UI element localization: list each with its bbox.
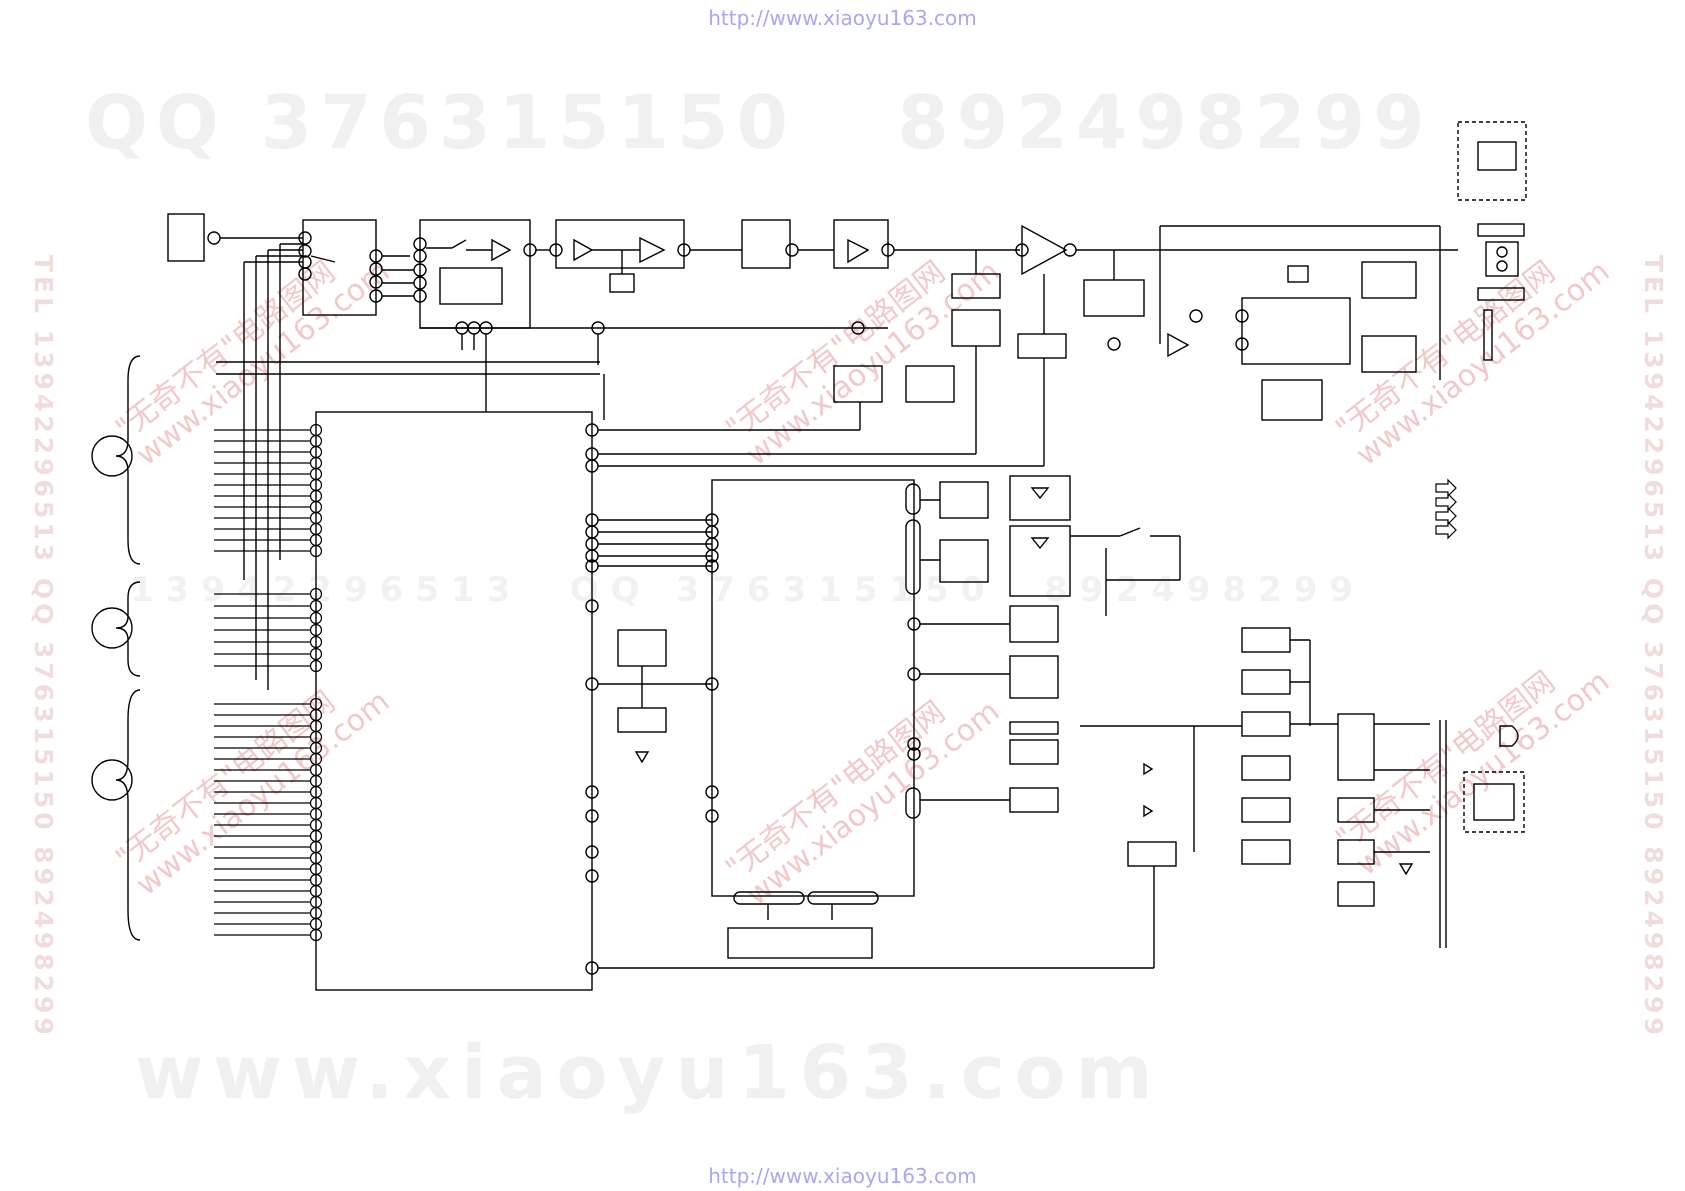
- watermark-qq-line: QQ 376315150 892498299: [85, 80, 1433, 166]
- watermark-site-big: www.xiaoyu163.com: [135, 1030, 1163, 1116]
- led-driver-2: [939, 539, 989, 583]
- psu-reg-6: [1241, 839, 1291, 865]
- filter-amp-block: [555, 219, 685, 269]
- mcu-pin: [309, 635, 323, 649]
- mcu-pin: [309, 587, 323, 601]
- key-group-2-brace: [115, 581, 141, 677]
- mcu-pin: [309, 647, 323, 661]
- psu-block-b: [1337, 839, 1375, 865]
- connector-3: [905, 787, 921, 819]
- key-group-3: [91, 759, 133, 801]
- display-block-2: [1009, 655, 1059, 699]
- psu-block-a: [1337, 797, 1375, 823]
- psu-reg-3: [1241, 711, 1291, 737]
- connector-2: [905, 519, 921, 595]
- key-group-3-brace: [115, 689, 141, 941]
- led-indicator-2: [1009, 525, 1071, 597]
- mcu-pin: [309, 599, 323, 613]
- output-amp-block: [833, 219, 889, 269]
- protection-block: [1241, 297, 1351, 365]
- display-driver-ic: [711, 479, 915, 897]
- pa-block-3: [1083, 279, 1145, 317]
- watermark-url-bottom: http://www.xiaoyu163.com: [708, 1164, 977, 1188]
- display-block-3: [1009, 721, 1059, 735]
- microcontroller-ic: [315, 411, 593, 991]
- psu-reg-5: [1241, 797, 1291, 823]
- filter-sub-block: [609, 273, 635, 293]
- power-amplifier: [1021, 224, 1068, 276]
- psu-rectifier: [1337, 713, 1375, 781]
- pa-block-4: [1017, 333, 1067, 359]
- relay-sense-block: [1361, 335, 1417, 373]
- psu-reg-4: [1241, 755, 1291, 781]
- psu-block-c: [1337, 881, 1375, 907]
- psu-reg-2: [1241, 669, 1291, 695]
- reset-block: [617, 629, 667, 667]
- display-panel: [727, 927, 873, 959]
- speaker-jack: [1485, 241, 1519, 277]
- pa-block-1: [951, 273, 1001, 299]
- headphone-block: [1457, 121, 1527, 201]
- psu-switch-block: [1127, 841, 1177, 867]
- volume-block: [741, 219, 791, 269]
- mcu-pin: [309, 928, 323, 942]
- decoder-sub-block: [439, 267, 503, 305]
- control-block-2: [905, 365, 955, 403]
- watermark-mid-line: 13942296513 QQ 376315150 892498299: [130, 570, 1366, 610]
- protection-sub-block: [1261, 379, 1323, 421]
- control-block-1: [833, 365, 883, 403]
- key-group-1: [91, 435, 133, 477]
- watermark-url-top: http://www.xiaoyu163.com: [708, 6, 977, 30]
- mcu-pin: [309, 623, 323, 637]
- mcu-left-pins: [214, 423, 323, 942]
- antenna-input-block: [167, 213, 205, 262]
- speaker-terminal: [1483, 309, 1493, 361]
- mcu-pin: [309, 611, 323, 625]
- ac-plug: [1499, 725, 1519, 747]
- power-switch-block: [1463, 771, 1525, 833]
- mcu-pin: [309, 544, 323, 558]
- regulator-block: [617, 707, 667, 733]
- key-group-2: [91, 607, 133, 649]
- buffer-amp-1: [491, 238, 512, 262]
- display-block-1: [1009, 605, 1059, 643]
- decoder-block: [419, 219, 531, 329]
- pa-block-2: [951, 309, 1001, 347]
- led-indicator-1: [1009, 475, 1071, 521]
- connector-1: [905, 483, 921, 515]
- input-jack: [207, 231, 221, 245]
- key-group-1-brace: [115, 355, 141, 565]
- relay-coil: [1287, 265, 1309, 283]
- display-block-5: [1009, 787, 1059, 813]
- psu-reg-1: [1241, 627, 1291, 653]
- relay-driver-block: [1361, 261, 1417, 299]
- signal-legend: [1435, 478, 1457, 540]
- led-driver-1: [939, 481, 989, 519]
- display-block-4: [1009, 739, 1059, 765]
- mcu-pin: [309, 659, 323, 673]
- input-selector-block: [302, 219, 377, 316]
